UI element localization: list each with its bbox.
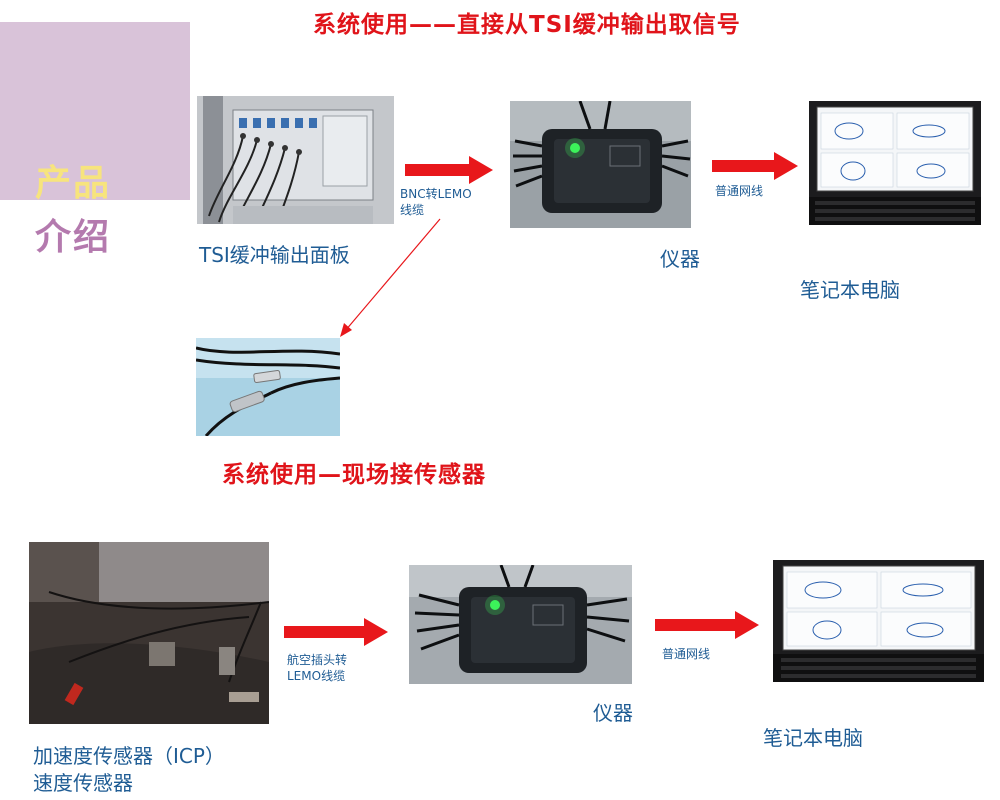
laptop-photo-1 — [809, 101, 981, 225]
bnc-lemo-cable-label-line1: BNC转LEMO — [400, 187, 472, 201]
tsi-panel-caption: TSI缓冲输出面板 — [199, 243, 350, 267]
section2-title: 系统使用—现场接传感器 — [222, 462, 486, 488]
arrow-panel-to-instrument — [405, 156, 493, 184]
tsi-panel-photo — [197, 96, 394, 224]
arrow-instrument-to-laptop-2 — [655, 611, 759, 639]
instrument-caption-2: 仪器 — [593, 701, 633, 725]
sensor-photo — [29, 542, 269, 724]
section1-title: 系统使用——直接从TSI缓冲输出取信号 — [313, 12, 741, 38]
arrow-instrument-to-laptop-1 — [712, 152, 798, 180]
bnc-lemo-cable-label-line2: 线缆 — [400, 203, 425, 217]
laptop-caption-1: 笔记本电脑 — [800, 278, 900, 302]
instrument-photo-2 — [409, 565, 632, 684]
logo-text-bottom: 介绍 — [35, 217, 112, 258]
product-intro-logo-box — [0, 22, 190, 200]
instrument-caption-1: 仪器 — [660, 247, 700, 271]
laptop-photo-2 — [773, 560, 984, 682]
network-cable-label-1: 普通网线 — [715, 184, 764, 198]
aviation-lemo-cable-label-line2: LEMO线缆 — [287, 669, 346, 683]
aviation-lemo-cable-label-line1: 航空插头转 — [287, 653, 348, 667]
arrow-sensor-to-instrument — [284, 618, 388, 646]
sensor-caption-line1: 加速度传感器（ICP） — [33, 744, 225, 768]
instrument-photo-1 — [510, 101, 691, 228]
laptop-caption-2: 笔记本电脑 — [763, 726, 863, 750]
sensor-caption-line2: 速度传感器 — [33, 771, 133, 795]
bnc-lemo-cable-photo — [196, 338, 340, 436]
arrow-to-cable-photo — [340, 218, 441, 337]
network-cable-label-2: 普通网线 — [662, 647, 711, 661]
logo-text-top: 产品 — [35, 163, 112, 204]
